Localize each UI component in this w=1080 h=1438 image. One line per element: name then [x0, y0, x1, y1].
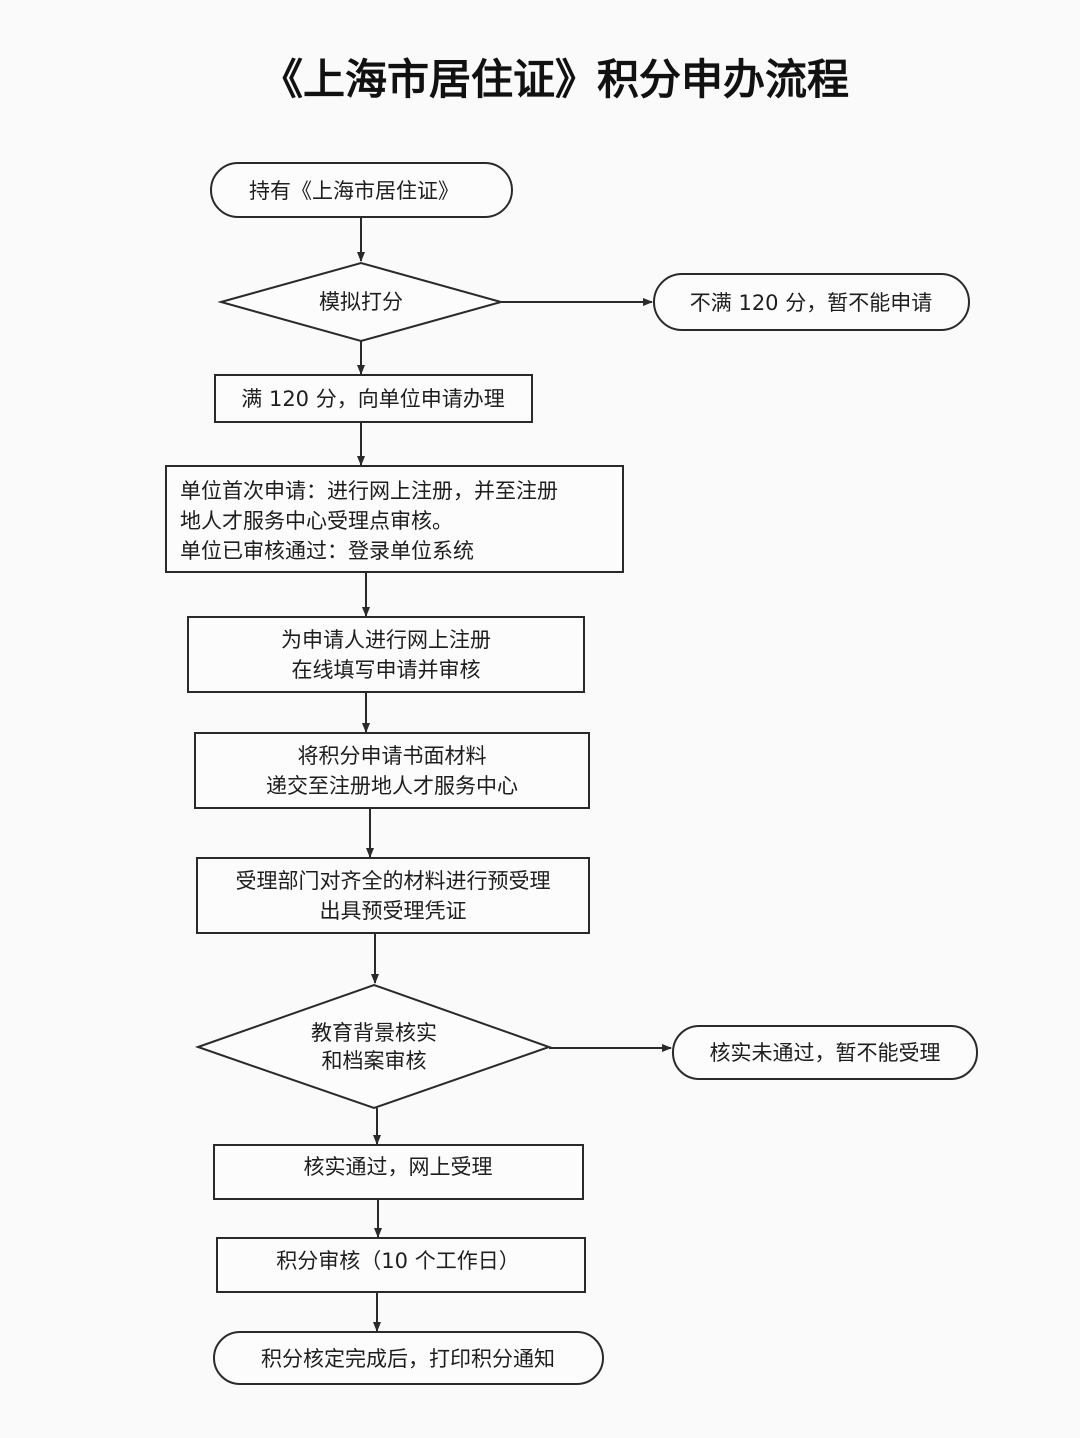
- node-submit-materials-line: 递交至注册地人才服务中心: [266, 774, 518, 798]
- node-apply-unit-label: 满 120 分，向单位申请办理: [241, 387, 504, 411]
- node-verify-line: 和档案审核: [322, 1049, 427, 1073]
- node-unit-register: 单位首次申请：进行网上注册，并至注册 地人才服务中心受理点审核。 单位已审核通过…: [165, 465, 624, 573]
- node-reject-score-label: 不满 120 分，暂不能申请: [690, 291, 932, 315]
- node-end: 积分核定完成后，打印积分通知: [213, 1331, 604, 1385]
- node-unit-register-line: 单位首次申请：进行网上注册，并至注册: [180, 479, 558, 503]
- node-pre-accept: 受理部门对齐全的材料进行预受理 出具预受理凭证: [196, 857, 590, 934]
- node-submit-materials-line: 将积分申请书面材料: [298, 744, 487, 768]
- node-verify-line: 教育背景核实: [311, 1021, 437, 1045]
- node-online-accept-label: 核实通过，网上受理: [304, 1155, 493, 1179]
- node-score-review: 积分审核（10 个工作日）: [216, 1237, 586, 1293]
- node-submit-materials: 将积分申请书面材料 递交至注册地人才服务中心: [194, 732, 590, 809]
- node-unit-register-line: 地人才服务中心受理点审核。: [180, 509, 453, 533]
- node-simulate: 模拟打分: [217, 261, 505, 343]
- node-start-label: 持有《上海市居住证》: [249, 179, 459, 203]
- node-score-review-label: 积分审核（10 个工作日）: [276, 1249, 519, 1273]
- node-unit-register-line: 单位已审核通过：登录单位系统: [180, 539, 474, 563]
- node-simulate-label: 模拟打分: [319, 290, 403, 314]
- node-pre-accept-line: 出具预受理凭证: [320, 899, 467, 923]
- node-reject-verify-label: 核实未通过，暂不能受理: [710, 1041, 941, 1065]
- node-reject-verify: 核实未通过，暂不能受理: [672, 1025, 978, 1080]
- node-verify: 教育背景核实 和档案审核: [194, 983, 553, 1110]
- node-apply-unit: 满 120 分，向单位申请办理: [214, 374, 533, 423]
- node-reject-score: 不满 120 分，暂不能申请: [653, 273, 970, 331]
- node-pre-accept-line: 受理部门对齐全的材料进行预受理: [236, 869, 551, 893]
- page-title: 《上海市居住证》积分申办流程: [261, 55, 849, 104]
- node-online-accept: 核实通过，网上受理: [213, 1144, 584, 1200]
- node-start: 持有《上海市居住证》: [210, 162, 513, 218]
- node-online-register-line: 在线填写申请并审核: [292, 658, 481, 682]
- connectors: [357, 217, 672, 1332]
- node-online-register: 为申请人进行网上注册 在线填写申请并审核: [187, 616, 585, 693]
- node-online-register-line: 为申请人进行网上注册: [281, 628, 491, 652]
- node-end-label: 积分核定完成后，打印积分通知: [261, 1347, 555, 1371]
